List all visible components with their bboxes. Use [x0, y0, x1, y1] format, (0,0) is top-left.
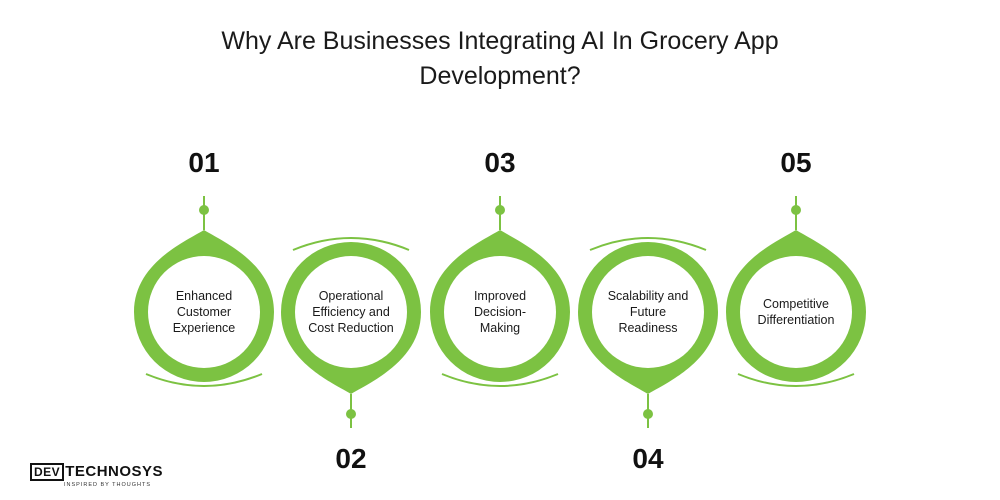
stage-3-label-line-1: Improved: [473, 289, 527, 303]
logo-tagline: INSPIRED BY THOUGHTS: [64, 482, 152, 488]
page-title: Why Are Businesses Integrating AI In Gro…: [0, 24, 1000, 94]
stage-5-number: 05: [780, 147, 811, 178]
stage-1-number: 01: [188, 147, 219, 178]
stage-2-label-line-2: Efficiency and: [312, 305, 390, 319]
stage-2-label-line-3: Cost Reduction: [308, 321, 394, 335]
logo-name-rest: TECHNOSYS: [65, 463, 164, 480]
stage-3-dot: [495, 205, 505, 215]
stage-1-label-line-2: Customer: [176, 305, 232, 319]
stage-1-dot: [199, 205, 209, 215]
stage-4-label-line-3: Readiness: [618, 321, 678, 335]
stage-4-inner: [592, 256, 704, 368]
logo-mark: DEV: [30, 463, 65, 481]
stage-1-arc: [145, 373, 263, 387]
stage-5-arc: [737, 373, 855, 387]
stage-1-inner: [148, 256, 260, 368]
stage-3-label-line-2: Decision-: [473, 305, 527, 319]
stage-3-label-line-3: Making: [479, 321, 521, 335]
stage-1-label-line-3: Experience: [172, 321, 236, 335]
stage-5-dot: [791, 205, 801, 215]
stage-3-number: 03: [484, 147, 515, 178]
stage-3-arc: [441, 373, 559, 387]
stage-4-number: 04: [632, 443, 664, 474]
title-line-2: Development?: [419, 62, 581, 90]
stage-2-inner: [295, 256, 407, 368]
stage-3-inner: [444, 256, 556, 368]
stage-2-dot: [346, 409, 356, 419]
stage-1-label-line-1: Enhanced: [175, 289, 233, 303]
stage-2-arc: [292, 237, 410, 251]
stage-5-label-line-2: Differentiation: [757, 313, 835, 327]
stage-2-label-line-1: Operational: [318, 289, 384, 303]
title-line-1: Why Are Businesses Integrating AI In Gro…: [221, 27, 779, 55]
stage-5-inner: [740, 256, 852, 368]
stage-2-number: 02: [335, 443, 366, 474]
stage-4-label-line-2: Future: [629, 305, 667, 319]
stage-4-label-line-1: Scalability and: [607, 289, 689, 303]
stage-5-label-line-1: Competitive: [763, 297, 829, 311]
stage-4-dot: [643, 409, 653, 419]
stage-4-arc: [589, 237, 707, 251]
